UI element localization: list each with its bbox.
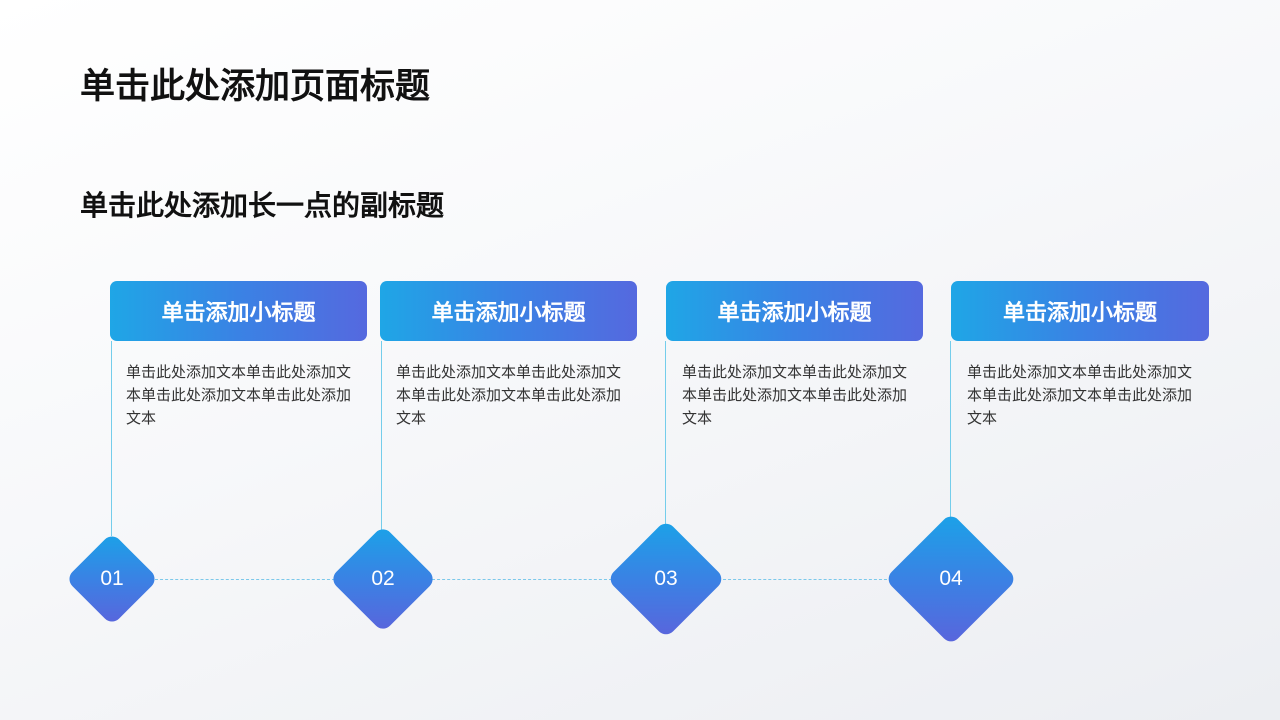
step-3-text[interactable]: 单击此处添加文本单击此处添加文本单击此处添加文本单击此处添加文本	[682, 363, 908, 427]
step-3-connector	[665, 341, 666, 526]
step-4-text[interactable]: 单击此处添加文本单击此处添加文本单击此处添加文本单击此处添加文本	[967, 363, 1193, 427]
step-1-connector	[111, 341, 112, 536]
timeline-connector-1-2	[155, 579, 335, 580]
step-2-number: 02	[371, 567, 395, 590]
page-title[interactable]: 单击此处添加页面标题	[80, 67, 431, 107]
step-2-heading[interactable]: 单击添加小标题	[380, 281, 637, 341]
step-2-marker: 02	[329, 525, 437, 633]
step-4-connector	[950, 341, 951, 519]
step-1-heading[interactable]: 单击添加小标题	[110, 281, 367, 341]
step-4-marker: 04	[884, 512, 1018, 646]
step-1-text[interactable]: 单击此处添加文本单击此处添加文本单击此处添加文本单击此处添加文本	[126, 363, 352, 427]
step-2-text[interactable]: 单击此处添加文本单击此处添加文本单击此处添加文本单击此处添加文本	[396, 363, 622, 427]
timeline-connector-2-3	[432, 579, 612, 580]
step-3-marker: 03	[606, 519, 726, 639]
step-1-number: 01	[100, 567, 124, 590]
step-4-number: 04	[939, 567, 963, 590]
step-2-connector	[381, 341, 382, 531]
step-3-heading[interactable]: 单击添加小标题	[666, 281, 923, 341]
step-4-heading[interactable]: 单击添加小标题	[951, 281, 1209, 341]
page-subtitle[interactable]: 单击此处添加长一点的副标题	[80, 189, 445, 222]
step-3-number: 03	[654, 567, 678, 590]
step-1-marker: 01	[65, 532, 159, 626]
timeline-connector-3-4	[718, 579, 892, 580]
